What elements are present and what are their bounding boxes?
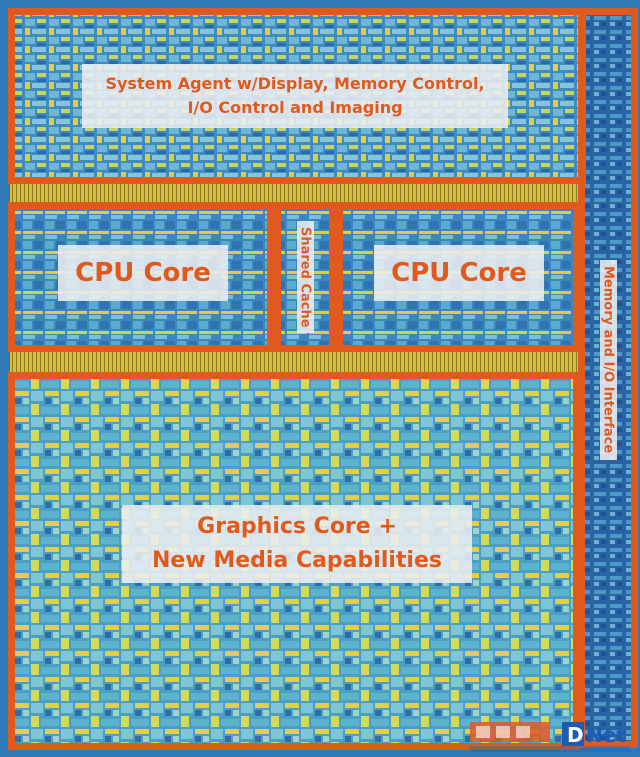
system-agent-label: System Agent w/Display, Memory Control, …: [82, 64, 508, 128]
svg-text:D: D: [567, 723, 584, 747]
cpu-core-right-label: CPU Core: [374, 245, 544, 301]
graphics-label-line1: Graphics Core +: [197, 514, 397, 539]
cpu-core-left-text: CPU Core: [75, 258, 211, 288]
cpu-core-left-label: CPU Core: [58, 245, 228, 301]
system-agent-label-line1: System Agent w/Display, Memory Control,: [105, 74, 485, 93]
cpu-core-right-region: [336, 202, 580, 352]
shared-cache-region: [274, 202, 336, 352]
graphics-label: Graphics Core + New Media Capabilities: [122, 505, 472, 583]
graphics-label-line2: New Media Capabilities: [152, 548, 442, 573]
memory-io-label: Memory and I/O Interface: [585, 245, 631, 475]
svg-text:Net: Net: [586, 723, 626, 747]
system-agent-label-line2: I/O Control and Imaging: [187, 98, 403, 117]
graphics-region: [8, 372, 580, 750]
watermark-logo: D Net: [470, 722, 630, 752]
cpu-core-left-region: [8, 202, 274, 352]
cpu-core-right-text: CPU Core: [391, 258, 527, 288]
memory-io-text: Memory and I/O Interface: [599, 260, 617, 460]
memory-io-region: [578, 8, 638, 748]
shared-cache-text: Shared Cache: [296, 220, 314, 334]
shared-cache-label: Shared Cache: [281, 209, 329, 345]
